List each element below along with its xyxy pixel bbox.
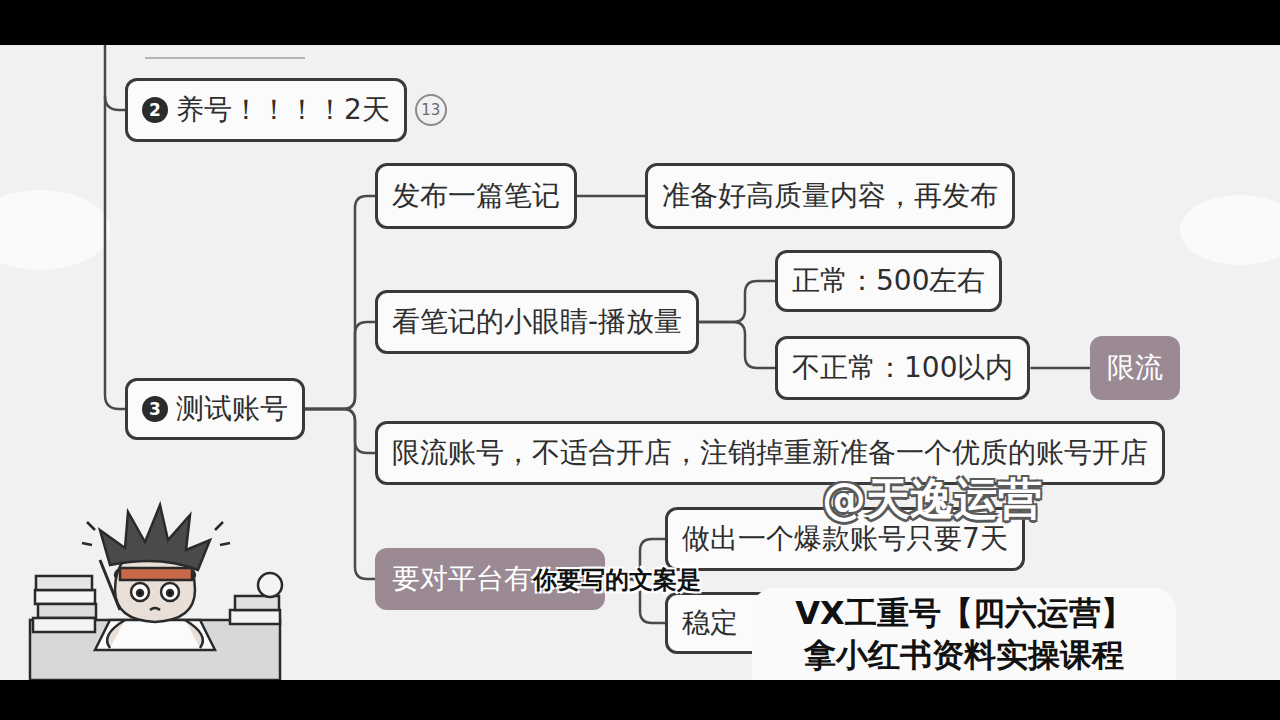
promo-panel: VX工重号【四六运营】 拿小红书资料实操课程 — [752, 588, 1176, 680]
topic-box: 准备好高质量内容，再发布 — [645, 163, 1015, 229]
branch-connector — [577, 195, 645, 198]
branch-connector — [305, 409, 375, 453]
partial-box-edge — [145, 57, 305, 59]
branch-connector — [305, 196, 375, 409]
branch-connector — [699, 281, 775, 322]
node-text: 养号！！！！2天 — [176, 93, 390, 127]
letterbox-bar — [0, 0, 1280, 45]
branch-connector — [305, 322, 375, 409]
count-badge: 13 — [415, 94, 447, 126]
topic-box: 发布一篇笔记 — [375, 163, 577, 229]
node-text: 看笔记的小眼睛-播放量 — [392, 305, 682, 339]
node-text: 限流账号，不适合开店，注销掉重新准备一个优质的账号开店 — [392, 436, 1148, 470]
branch-line — [105, 45, 125, 409]
branch-connector — [699, 322, 775, 368]
node-text: 做出一个爆款账号只要7天 — [682, 522, 1008, 556]
branch-connector — [305, 409, 375, 579]
highlight-box: 限流 — [1090, 336, 1180, 400]
letterbox-bar — [0, 680, 1280, 720]
node-text: 正常：500左右 — [792, 264, 985, 298]
node-text: 准备好高质量内容，再发布 — [662, 179, 998, 213]
subtitle-caption: 你要写的文案是 — [533, 564, 701, 596]
node-text: 不正常：100以内 — [792, 351, 1013, 385]
callout-number: 3 — [142, 396, 168, 422]
topic-box: 限流账号，不适合开店，注销掉重新准备一个优质的账号开店 — [375, 421, 1165, 485]
callout-number: 2 — [142, 97, 168, 123]
cartoon-figure — [30, 505, 282, 680]
promo-text: 拿小红书资料实操课程 — [752, 634, 1176, 676]
node-text: 要对平台有 — [392, 562, 532, 596]
branch-connector — [1030, 367, 1090, 370]
cartoon-illustration — [0, 470, 300, 680]
topic-box: 看笔记的小眼睛-播放量 — [375, 290, 699, 354]
background-blob — [1180, 195, 1280, 265]
branch-line — [105, 96, 125, 110]
topic-box: 3 测试账号 — [125, 378, 305, 440]
topic-box: 2 养号！！！！2天 — [125, 78, 407, 142]
node-text: 稳定 — [682, 606, 738, 640]
background-blob — [0, 190, 110, 270]
topic-box: 正常：500左右 — [775, 250, 1002, 312]
node-text: 限流 — [1107, 351, 1163, 385]
sweat-mark — [82, 522, 230, 545]
node-text: 发布一篇笔记 — [392, 179, 560, 213]
topic-box: 不正常：100以内 — [775, 336, 1030, 400]
watermark: @天逸运营 — [822, 470, 1042, 529]
node-text: 测试账号 — [176, 392, 288, 426]
promo-text: VX工重号【四六运营】 — [752, 592, 1176, 634]
